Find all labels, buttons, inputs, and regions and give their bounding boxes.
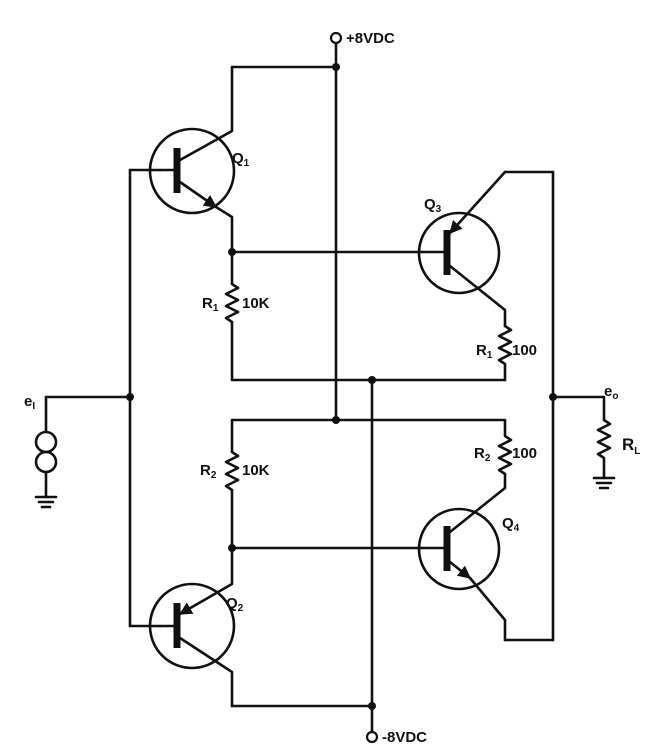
output-label: eo <box>604 383 618 402</box>
r1-bias-value: 10K <box>242 295 270 312</box>
transistor-q4 <box>417 486 507 642</box>
r1-bias-label: R1 <box>202 295 219 314</box>
q3-label: Q3 <box>424 196 442 215</box>
r2-emitter-value: 100 <box>512 445 537 462</box>
q1-label: Q1 <box>232 150 250 169</box>
resistor-r2-emitter <box>334 418 513 490</box>
positive-supply-label: +8VDC <box>346 30 395 47</box>
resistor-r2-bias <box>224 418 240 550</box>
resistor-r1-emitter <box>497 324 513 382</box>
r2-bias-label: R2 <box>200 462 217 481</box>
negative-rail <box>230 376 379 744</box>
resistor-r1-bias <box>224 250 507 382</box>
negative-supply-label: -8VDC <box>382 729 427 746</box>
positive-rail <box>230 31 343 424</box>
positive-supply-terminal <box>329 31 343 45</box>
r1-emitter-label: R1 <box>476 342 493 361</box>
current-source <box>34 168 162 628</box>
negative-supply-terminal <box>365 730 379 744</box>
input-label: eI <box>24 393 35 412</box>
transistor-q2 <box>148 546 236 708</box>
output-bus <box>503 170 616 642</box>
r2-bias-value: 10K <box>242 462 270 479</box>
r2-emitter-label: R2 <box>474 445 491 464</box>
q4-label: Q4 <box>502 515 520 534</box>
transistor-q3 <box>417 170 555 328</box>
transistor-q1 <box>148 65 236 254</box>
load-resistor-label: RL <box>622 435 640 457</box>
r1-emitter-value: 100 <box>512 342 537 359</box>
q2-label: Q2 <box>226 595 244 614</box>
